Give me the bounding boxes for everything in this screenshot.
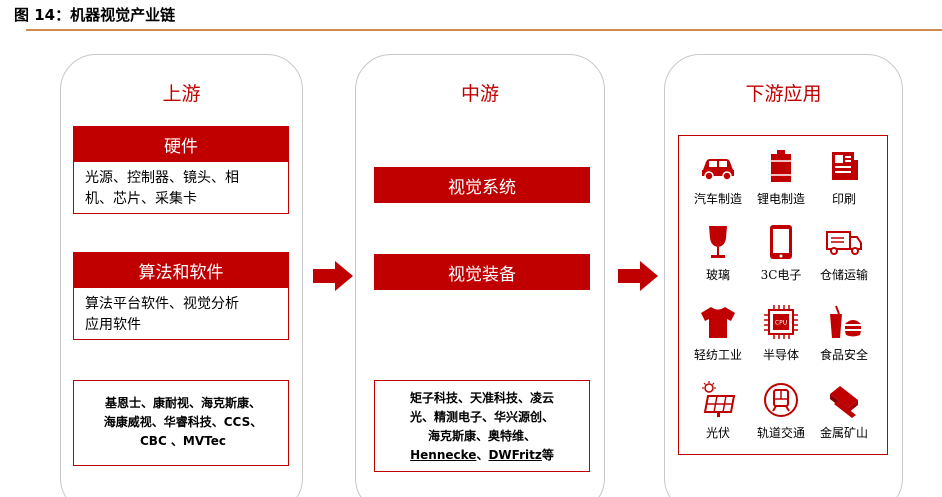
app-logistics: 仓储运输: [812, 222, 876, 283]
upstream-heading: 上游: [162, 83, 201, 105]
app-semiconductor: CPU 半导体: [749, 302, 813, 363]
app-textile: 轻纺工业: [686, 302, 750, 363]
midstream-heading: 中游: [460, 83, 499, 105]
app-lithium-battery: 锂电制造: [749, 146, 813, 207]
app-photovoltaic: 光伏: [686, 380, 750, 441]
downstream-heading: 下游应用: [745, 83, 822, 105]
software-items-line1: 算法平台软件、视觉分析: [85, 296, 239, 312]
midstream-companies: 矩子科技、天准科技、凌云 光、精测电子、华兴源创、 海克斯康、奥特维、 Henn…: [376, 389, 588, 465]
app-label-rail-transit: 轨道交通: [756, 426, 805, 440]
tshirt-icon: [701, 307, 735, 338]
app-label-printing: 印刷: [831, 192, 856, 206]
upstream-companies-line3: CBC 、MVTec: [139, 434, 226, 448]
software-title: 算法和软件: [73, 252, 289, 288]
midstream-item-vision-system: 视觉系统: [374, 167, 590, 203]
software-items-line2: 应用软件: [85, 317, 141, 333]
midstream-item-vision-equipment: 视觉装备: [374, 254, 590, 290]
cpu-text: CPU: [775, 320, 787, 327]
app-3c-electronics: 3C电子: [749, 222, 813, 283]
upstream-companies-line1: 基恩士、康耐视、海克斯康、: [104, 396, 261, 410]
midstream-companies-line3: 海克斯康、奥特维、: [427, 429, 536, 443]
app-label-3c-electronics: 3C电子: [760, 268, 802, 282]
truck-icon: [826, 231, 862, 255]
app-label-semiconductor: 半导体: [762, 348, 799, 362]
wine-glass-icon: [709, 226, 727, 258]
app-printing: 印刷: [812, 146, 876, 207]
printing-icon: [832, 152, 858, 180]
app-label-glass: 玻璃: [705, 268, 730, 282]
hardware-items-line2: 机、芯片、采集卡: [85, 191, 197, 207]
app-food-safety: 食品安全: [812, 302, 876, 363]
hardware-items-line1: 光源、控制器、镜头、相: [85, 170, 239, 186]
cpu-chip-icon: CPU: [764, 305, 798, 339]
upstream-companies-card: [73, 380, 289, 466]
hardware-title: 硬件: [73, 126, 289, 162]
battery-icon: [771, 150, 791, 182]
company-hennecke: Hennecke: [410, 448, 477, 462]
solar-panel-icon: [702, 381, 736, 417]
software-items: 算法平台软件、视觉分析 应用软件: [85, 294, 285, 336]
company-dwfritz: DWFritz: [488, 448, 542, 462]
title-rule: [26, 29, 942, 31]
midstream-companies-card: [374, 380, 590, 472]
food-icon: [830, 305, 861, 338]
midstream-companies-line2: 光、精测电子、华兴源创、: [409, 410, 554, 424]
app-label-photovoltaic: 光伏: [705, 426, 730, 440]
arrow-right-icon: [618, 261, 658, 291]
company-etc: 等: [541, 448, 554, 462]
app-metal-mining: 金属矿山: [812, 380, 876, 441]
downstream-column: 下游应用: [664, 54, 903, 497]
figure-title: 图 14：机器视觉产业链: [14, 6, 176, 24]
company-separator: 、: [476, 448, 489, 462]
tablet-icon: [770, 225, 792, 259]
app-label-food-safety: 食品安全: [819, 348, 868, 362]
midstream-companies-line1: 矩子科技、天准科技、凌云: [409, 391, 554, 405]
app-automotive: 汽车制造: [686, 146, 750, 207]
app-glass: 玻璃: [686, 222, 750, 283]
app-label-lithium-battery: 锂电制造: [756, 192, 805, 206]
metal-ingot-icon: [830, 386, 858, 418]
hardware-items: 光源、控制器、镜头、相 机、芯片、采集卡: [85, 168, 285, 210]
midstream-companies-line4: Hennecke、DWFritz等: [376, 446, 588, 465]
upstream-companies-line2: 海康威视、华睿科技、CCS、: [103, 415, 263, 429]
downstream-apps-box: [678, 135, 888, 455]
car-icon: [702, 159, 734, 181]
app-label-logistics: 仓储运输: [819, 268, 868, 282]
app-rail-transit: 轨道交通: [749, 380, 813, 441]
app-label-textile: 轻纺工业: [693, 348, 742, 362]
arrow-right-icon: [313, 261, 353, 291]
train-icon: [764, 383, 798, 417]
app-label-metal-mining: 金属矿山: [819, 426, 868, 440]
app-label-automotive: 汽车制造: [693, 192, 742, 206]
upstream-companies: 基恩士、康耐视、海克斯康、 海康威视、华睿科技、CCS、 CBC 、MVTec: [77, 394, 289, 451]
